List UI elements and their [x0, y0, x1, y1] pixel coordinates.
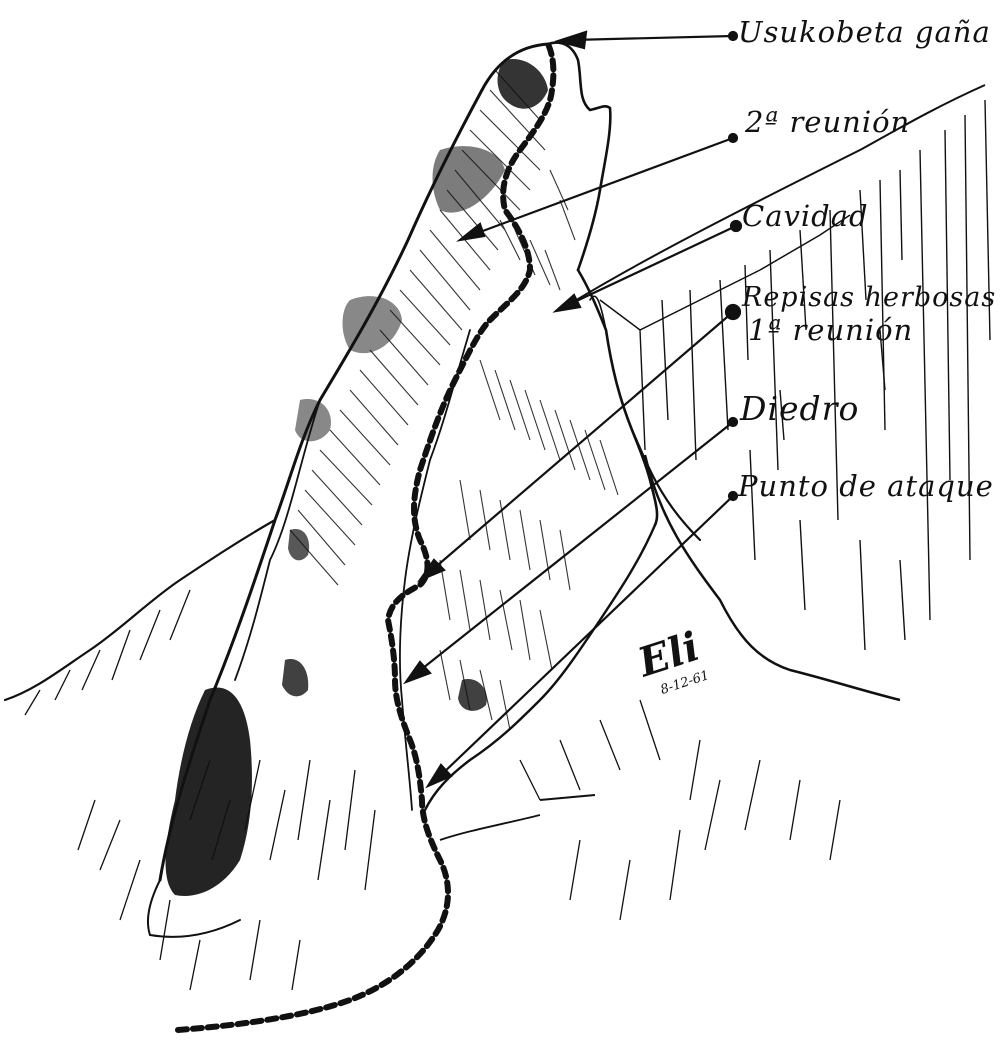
label-cavity: Cavidad	[742, 199, 869, 233]
label-summit: Usukobeta gaña	[738, 15, 991, 49]
summit-leader	[572, 36, 733, 40]
label-second-belay: 2ª reunión	[744, 105, 910, 139]
label-attack-point: Punto de ataque	[737, 469, 994, 503]
ledges-leader	[432, 312, 733, 570]
label-first-belay: 1ª reunión	[748, 313, 913, 347]
label-grassy-ledges: Repisas herbosas	[741, 282, 996, 313]
second-belay-leader	[472, 138, 733, 235]
label-dihedral: Diedro	[739, 389, 859, 428]
spire-outline	[5, 43, 700, 937]
lower-slope-hatching	[25, 590, 840, 990]
artist-signature: Eli 8-12-61	[632, 622, 712, 701]
cavity-leader	[568, 226, 736, 305]
dark-rock-patches	[166, 59, 548, 896]
summit-arrowhead	[558, 32, 586, 48]
